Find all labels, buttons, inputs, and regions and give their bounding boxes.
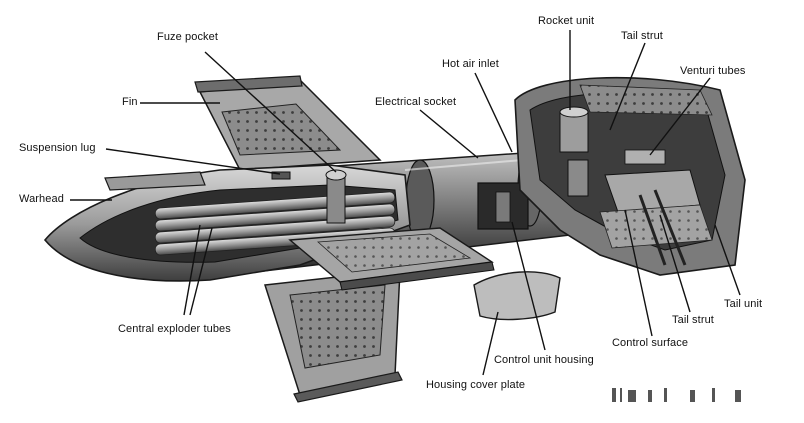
fuze-pocket-part xyxy=(325,169,347,224)
tail-unit-part xyxy=(514,76,746,276)
leader-exploder-1 xyxy=(183,224,201,316)
suspension-lug-part xyxy=(271,171,291,180)
label-fuze-pocket: Fuze pocket xyxy=(157,31,219,43)
label-tail-unit: Tail unit xyxy=(724,298,763,310)
label-housing-cover-plate: Housing cover plate xyxy=(426,379,526,391)
label-fin: Fin xyxy=(122,96,138,108)
leader-venturi-tubes xyxy=(649,77,711,156)
leader-suspension-lug xyxy=(105,148,281,175)
label-electrical-socket: Electrical socket xyxy=(375,96,457,108)
label-control-surface: Control surface xyxy=(612,337,689,349)
leader-housing-cover-plate xyxy=(482,311,499,376)
housing-cover-plate-part xyxy=(473,271,561,321)
leader-exploder-2 xyxy=(189,227,213,316)
label-hot-air-inlet: Hot air inlet xyxy=(442,58,499,70)
label-warhead: Warhead xyxy=(19,193,64,205)
label-tail-strut-top: Tail strut xyxy=(621,30,663,42)
leader-fuze-pocket xyxy=(204,51,337,173)
leader-control-surface xyxy=(624,209,653,337)
label-venturi-tubes: Venturi tubes xyxy=(680,65,746,77)
leader-tail-strut-top xyxy=(609,42,646,131)
leader-control-unit-housing xyxy=(511,221,546,351)
upper-fin xyxy=(194,75,382,171)
leader-hot-air-inlet xyxy=(474,72,513,153)
label-rocket-unit: Rocket unit xyxy=(538,15,595,27)
label-suspension-lug: Suspension lug xyxy=(19,142,96,154)
leader-tail-strut-bottom xyxy=(659,214,691,313)
leader-lines xyxy=(70,30,741,376)
scan-watermark xyxy=(612,388,741,402)
side-control-panel xyxy=(288,227,495,291)
label-control-unit-housing: Control unit housing xyxy=(494,354,594,366)
side-strake xyxy=(104,171,206,191)
label-tail-strut-bottom: Tail strut xyxy=(672,314,714,326)
leader-tail-unit xyxy=(714,224,741,296)
lower-fin xyxy=(264,269,403,403)
leader-electrical-socket xyxy=(419,109,479,159)
label-central-exploder-tubes: Central exploder tubes xyxy=(118,323,231,335)
